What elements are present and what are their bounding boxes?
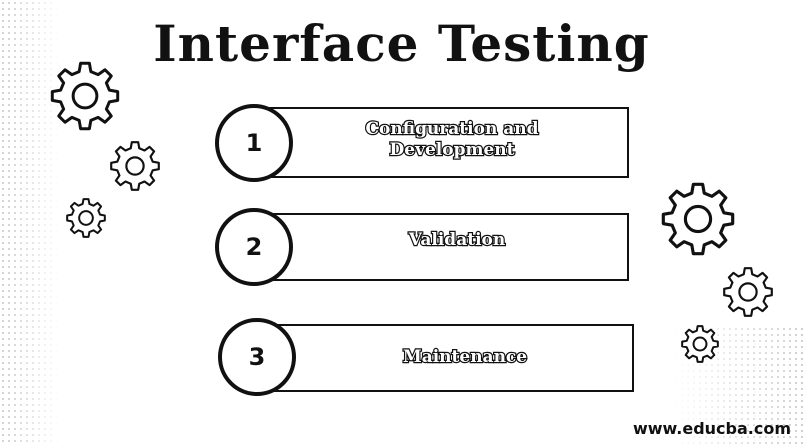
step-number-badge: 2 (215, 208, 293, 286)
gear-icon (66, 198, 106, 238)
step-label: Configuration and Development (364, 118, 539, 161)
footer-url: www.educba.com (632, 419, 791, 438)
step-number-badge: 3 (218, 318, 296, 396)
step-bar (251, 107, 629, 178)
step-number-badge: 1 (215, 104, 293, 182)
dot-pattern-left (0, 0, 60, 446)
step-bar (254, 324, 634, 392)
step-label: Validation (408, 229, 507, 251)
step-bar (251, 213, 629, 281)
gear-icon (723, 267, 773, 317)
gear-icon (661, 182, 735, 256)
gear-icon (110, 141, 160, 191)
gear-icon (50, 61, 120, 131)
step-label: Maintenance (402, 346, 529, 368)
page-title: Interface Testing (153, 14, 650, 73)
